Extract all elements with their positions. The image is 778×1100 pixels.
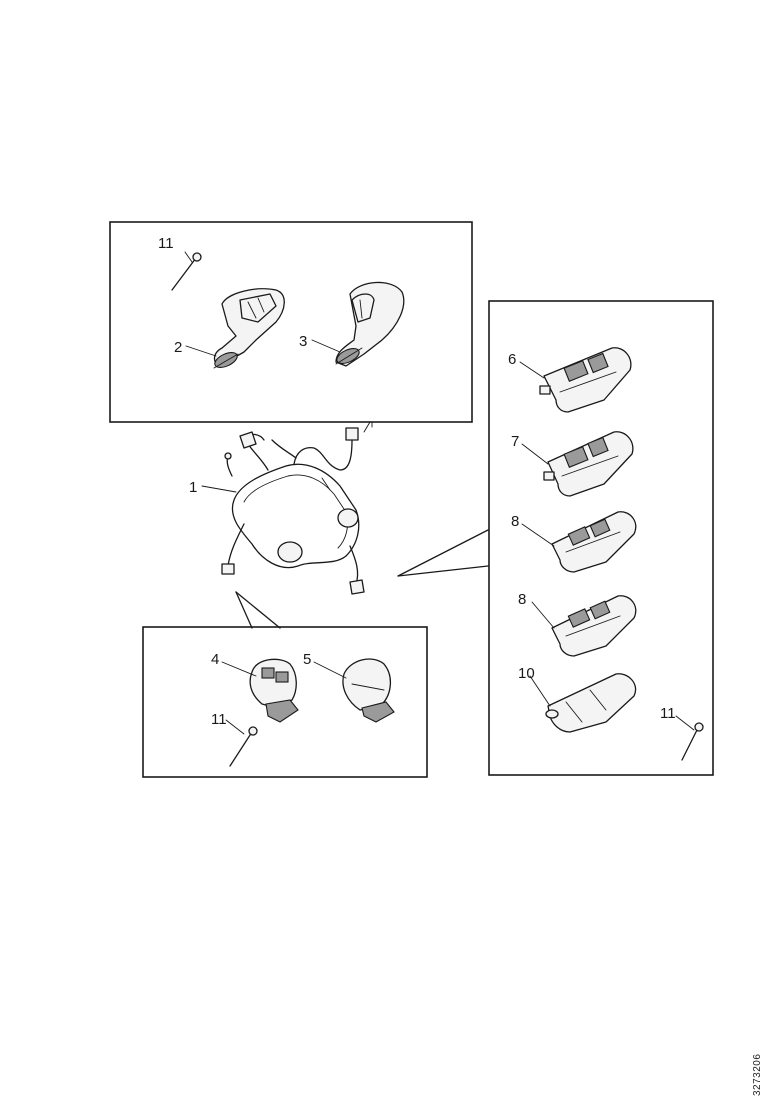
callout-11-top: 11 (158, 235, 174, 252)
callout-11-bottom-left: 11 (211, 711, 227, 728)
document-reference-number: 3273206 (752, 1053, 763, 1096)
detail-frame-bottom (142, 626, 428, 778)
callout-1: 1 (189, 479, 197, 496)
screw-part-top (171, 252, 202, 291)
callout-4: 4 (211, 651, 219, 668)
callout-2: 2 (174, 339, 182, 356)
switch-part-8b (551, 595, 637, 657)
switch-part-4 (249, 658, 299, 723)
callout-11-right: 11 (660, 705, 676, 722)
callout-6: 6 (508, 351, 516, 368)
screw-part-bottom-left (229, 726, 258, 767)
switch-part-3 (335, 281, 405, 367)
switch-part-6 (539, 347, 632, 413)
detail-frame-top (109, 221, 473, 428)
callout-labels: 11 2 3 1 4 5 11 6 7 8 8 10 11 (158, 235, 676, 728)
switch-part-7 (543, 431, 634, 497)
callout-3: 3 (299, 333, 307, 350)
switch-part-10 (545, 673, 637, 733)
screw-part-right (681, 722, 704, 761)
switch-part-5 (342, 658, 395, 723)
callout-8a: 8 (511, 513, 519, 530)
callout-10: 10 (518, 665, 535, 682)
wiring-harness-part-1 (221, 427, 365, 595)
detail-frame-right (488, 300, 714, 776)
leader-lines (184, 251, 695, 735)
switch-part-8a (551, 511, 637, 573)
callout-7: 7 (511, 433, 519, 450)
callout-5: 5 (303, 651, 311, 668)
connection-arrows (235, 421, 489, 629)
switch-part-2 (213, 288, 285, 369)
callout-8b: 8 (518, 591, 526, 608)
